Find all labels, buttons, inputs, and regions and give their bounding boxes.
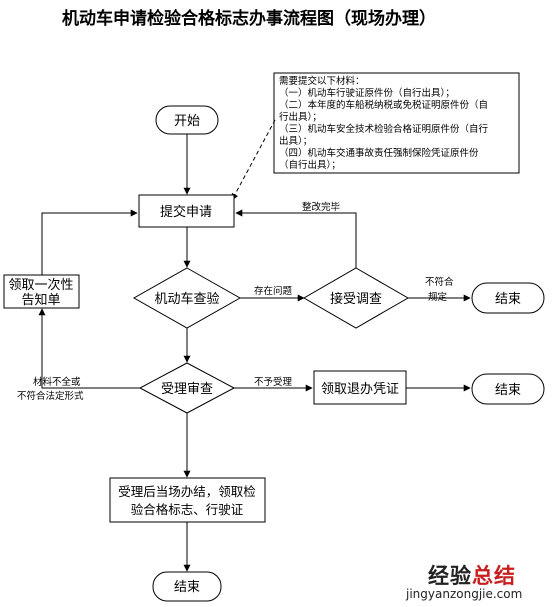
note-line: （一）机动车行驶证原件份（自行出具）； [279,87,455,99]
note-line: （自行出具）； [279,159,341,171]
edge-incomplete: 不符合法定形式 [17,390,84,402]
edge-noncompliant: 规定 [428,291,448,303]
inspect-label: 机动车查验 [154,291,219,307]
issue-node: 受理后当场办结，领取检 验合格标志、行驶证 [109,477,266,523]
note-line: 需要提交以下材料： [279,75,365,87]
edge-incomplete: 材料不全或 [33,376,81,388]
refund-label: 领取退办凭证 [321,382,399,397]
start-node: 开始 [155,105,219,135]
note-line: （四）机动车交通事故责任强制保险凭证原件份 [279,147,479,159]
submit-label: 提交申请 [160,204,212,220]
note-line: 出具）； [279,135,312,147]
start-label: 开始 [174,114,200,129]
submit-node: 提交申请 [138,194,235,228]
end-node-right-1: 结束 [471,282,545,314]
note-line: （三）机动车安全技术检验合格证明原件份（自行 [279,123,489,135]
edge-rejected: 不予受理 [254,376,293,388]
note-line: 行出具）； [279,111,322,123]
end-label: 结束 [495,292,521,307]
end-node-bottom: 结束 [152,571,222,602]
note-pointer [231,119,276,201]
review-node: 受理审查 [138,362,236,414]
watermark-logo: 经验总结 [428,564,516,588]
inspect-node: 机动车查验 [132,267,242,329]
notify-label: 领取一次性 [8,277,73,293]
review-label: 受理审查 [161,382,213,397]
refund-node: 领取退办凭证 [313,370,407,405]
arrow-notify-submit [41,209,138,275]
edge-rectified: 整改完毕 [302,201,341,213]
investigate-node: 接受调查 [302,267,410,329]
edge-noncompliant: 不符合 [425,276,454,288]
watermark-url: jingyanzongjie.com [406,587,523,601]
issue-label: 验合格标志、行驶证 [131,502,244,517]
notify-label: 告知单 [21,292,60,308]
materials-note: 需要提交以下材料： （一）机动车行驶证原件份（自行出具）； （二）本年度的车船税… [273,72,520,174]
edge-has-issue: 存在问题 [254,285,293,297]
investigate-label: 接受调查 [330,291,382,307]
issue-label: 受理后当场办结，领取检 [118,484,256,499]
end-label: 结束 [174,580,200,595]
end-label: 结束 [495,383,521,398]
end-node-right-2: 结束 [471,373,545,405]
notify-node: 领取一次性 告知单 [3,274,80,309]
arrow-rectified-submit [235,209,357,268]
arrow-review-notify [38,308,140,389]
note-line: （二）本年度的车船税纳税或免税证明原件份（自 [279,99,488,111]
page-title: 机动车申请检验合格标志办事流程图（现场办理） [62,9,436,29]
